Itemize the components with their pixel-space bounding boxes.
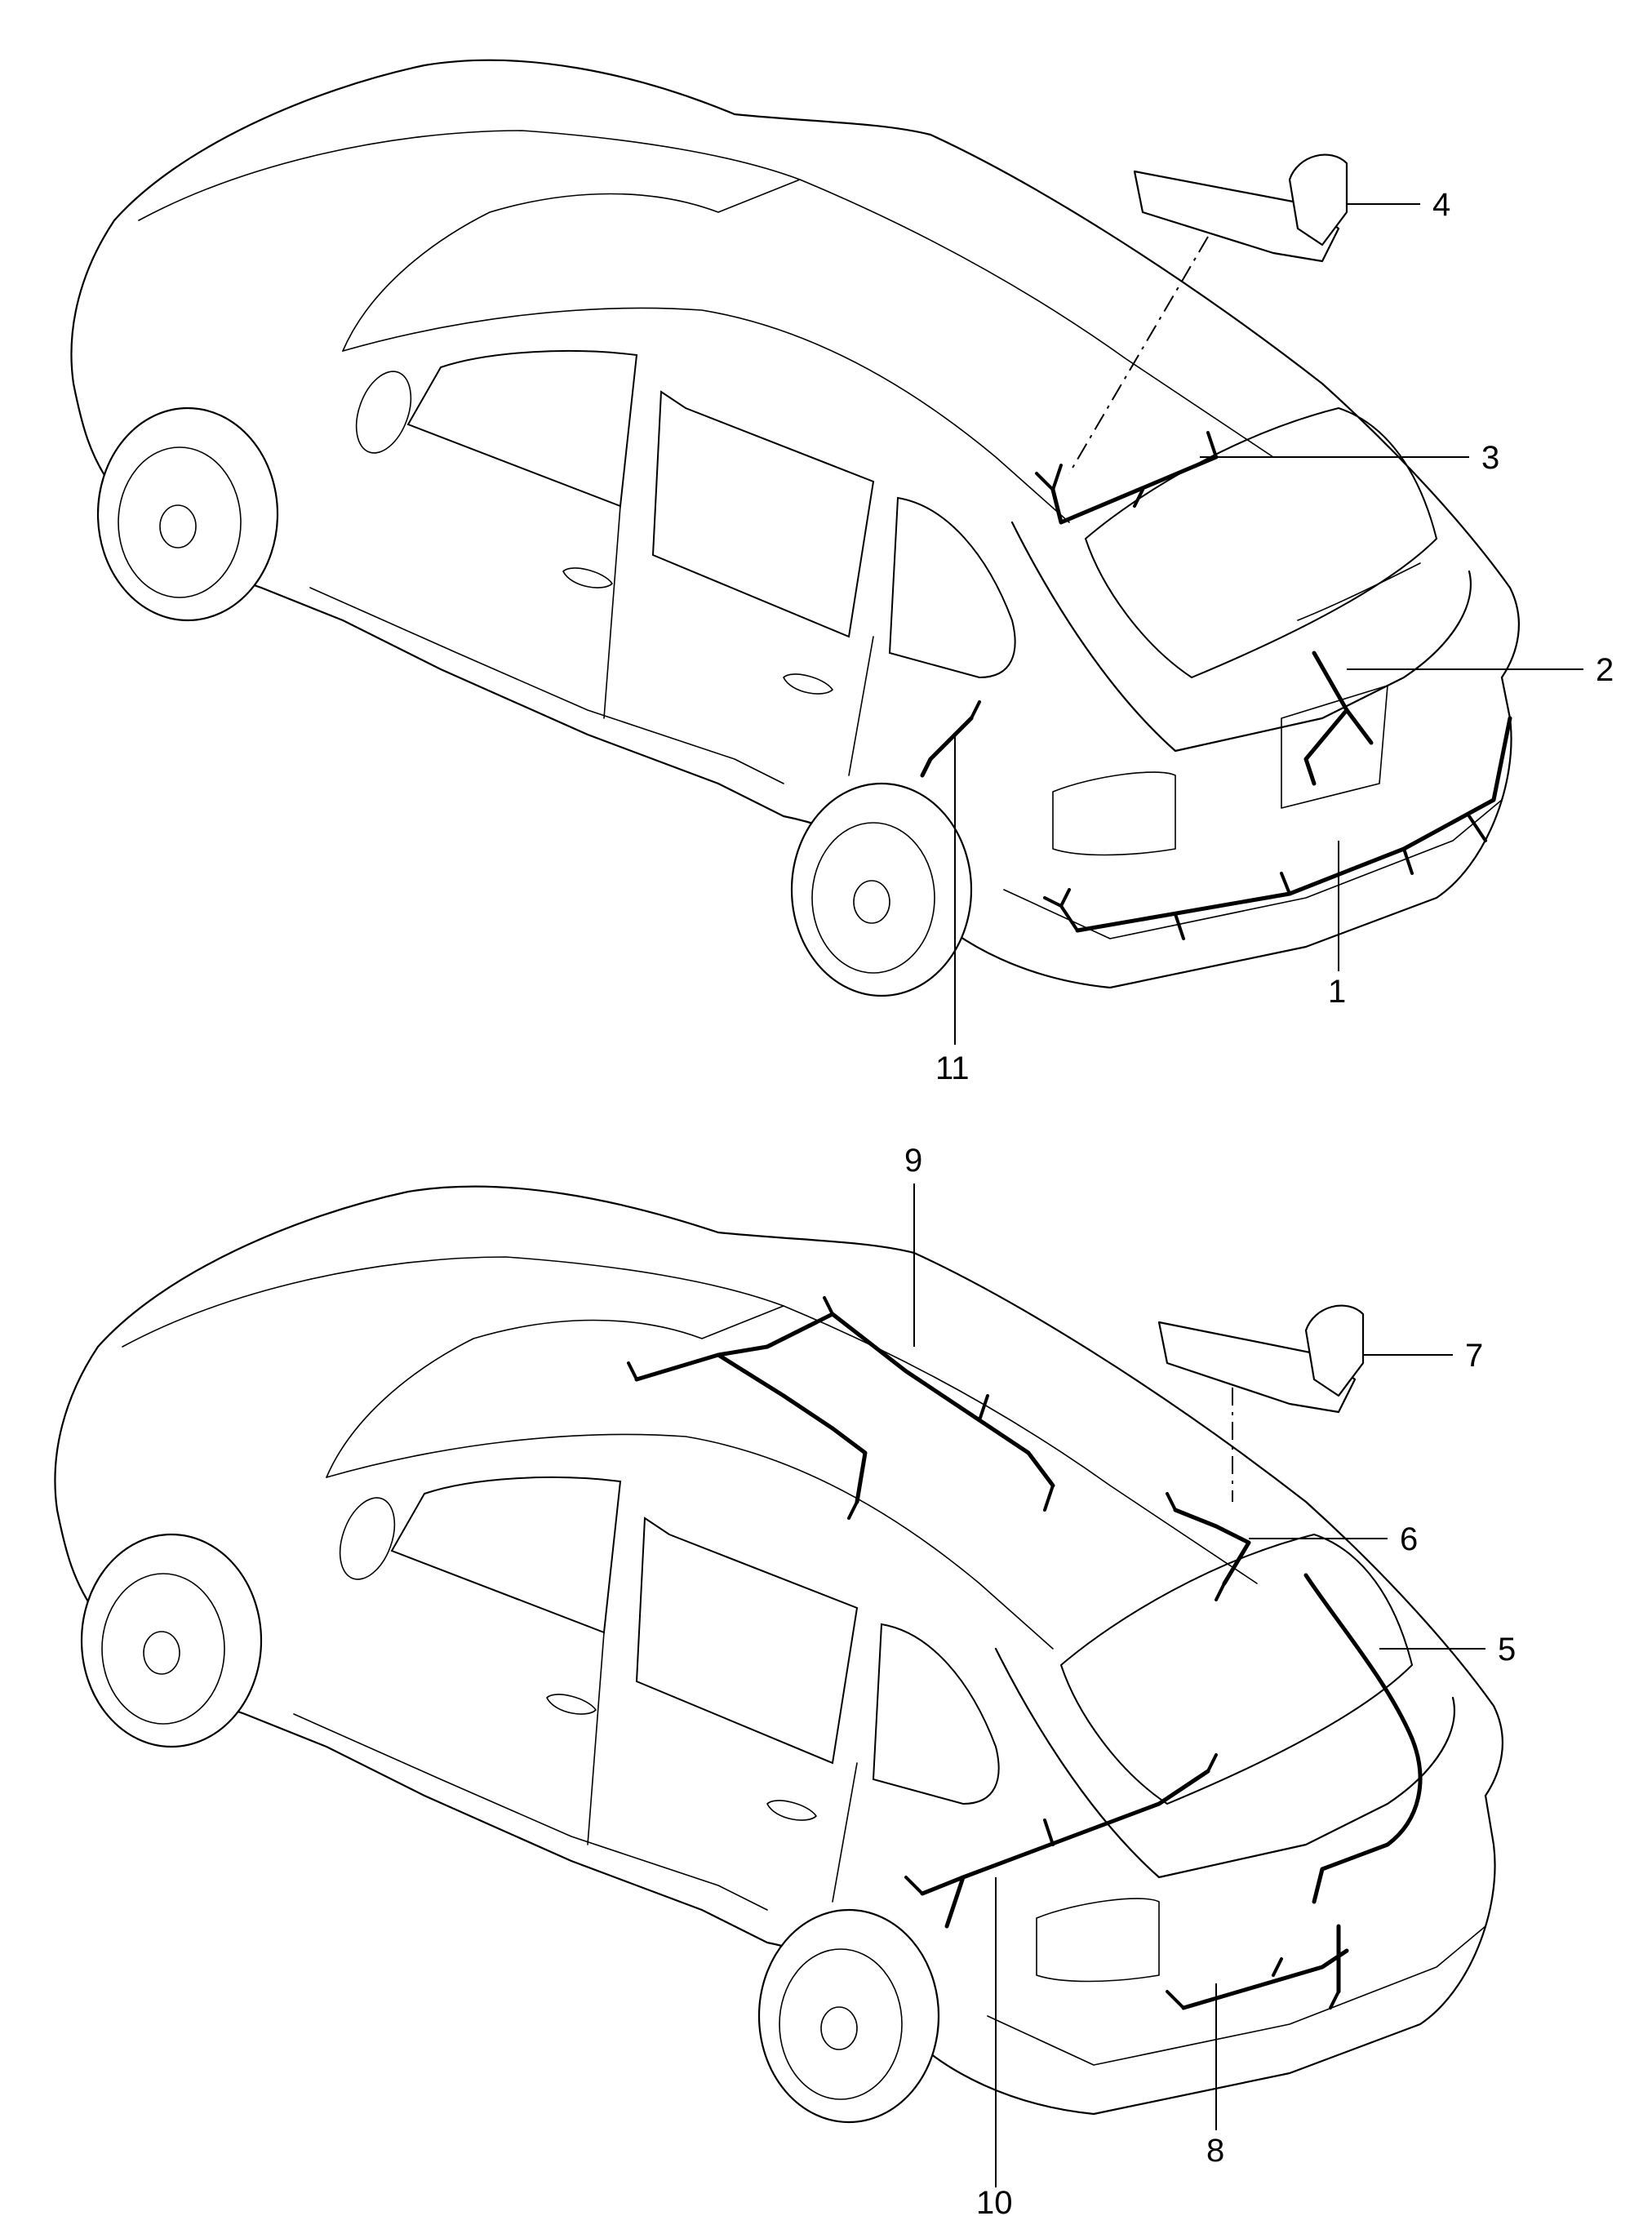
vehicle-bottom-rear-window — [1059, 1533, 1414, 1805]
vehicle-bottom-tailgate — [994, 1647, 1455, 1879]
spoiler-bracket-bottom — [1157, 1304, 1365, 1414]
harness-tailgate-side — [1303, 1573, 1423, 1904]
vehicle-top-front-wheel — [96, 406, 279, 622]
vehicle-bottom-view — [54, 1185, 1503, 2124]
vehicle-top-rear-door-window — [651, 390, 875, 638]
spoiler-top-mount-line — [1068, 236, 1209, 474]
vehicle-bottom-door-seam-front — [587, 1632, 605, 1845]
callout-10: 10 — [976, 2185, 1013, 2216]
vehicle-top-body-outline — [70, 219, 1512, 989]
vehicle-bottom-front-wheel — [80, 1533, 263, 1748]
callout-7: 7 — [1465, 1338, 1483, 1374]
vehicle-top-door-handle-rear — [783, 673, 833, 695]
vehicle-top-roof-outline — [113, 59, 1520, 679]
vehicle-top-roof-crease — [138, 130, 1274, 458]
callout-5: 5 — [1498, 1632, 1516, 1668]
callout-3: 3 — [1481, 440, 1499, 476]
vehicle-bottom-quarter-window — [872, 1623, 1000, 1805]
vehicle-bottom-roof-outline — [96, 1185, 1503, 1797]
vehicle-top-rear-wheel — [790, 782, 973, 997]
vehicle-bottom-roof-crease — [122, 1256, 1258, 1584]
vehicle-top-front-door-window — [406, 350, 638, 508]
vehicle-bottom-door-seam-rear — [832, 1762, 858, 1903]
vehicle-bottom-door-handle-rear — [766, 1800, 817, 1821]
vehicle-top-windshield — [342, 179, 801, 352]
vehicle-top-quarter-window — [888, 496, 1016, 679]
vehicle-bottom-taillight — [1036, 1898, 1160, 1983]
vehicle-bottom-windshield — [326, 1305, 784, 1478]
harness-rear-bumper — [1043, 716, 1512, 940]
callout-11: 11 — [935, 1050, 970, 1086]
callout-6: 6 — [1400, 1521, 1418, 1557]
vehicle-bottom-rear-door-window — [635, 1517, 859, 1765]
harness-quarter-panel — [904, 1753, 1218, 1929]
spoiler-bracket-top — [1133, 153, 1348, 263]
vehicle-bottom-rear-bumper — [987, 1925, 1486, 2066]
vehicle-bottom-front-door-window — [390, 1477, 622, 1634]
vehicle-top-sill — [309, 587, 784, 784]
harness-c-pillar — [920, 700, 981, 778]
vehicle-bottom-door-handle-front — [546, 1694, 597, 1715]
vehicle-top-taillight — [1052, 771, 1176, 856]
vehicle-top-roof-rail — [342, 307, 1070, 523]
vehicle-top-door-handle-front — [562, 567, 613, 588]
harness-roof — [627, 1296, 1055, 1520]
vehicle-top-plate-recess — [1281, 685, 1388, 809]
vehicle-top-rear-bumper — [1003, 799, 1503, 939]
callout-4: 4 — [1432, 187, 1450, 223]
vehicle-bottom-sill — [293, 1713, 768, 1911]
vehicle-bottom-body-outline — [54, 1345, 1496, 2116]
vehicle-top-rear-wiper — [1297, 562, 1421, 621]
harness-tailgate-upper — [1035, 431, 1219, 525]
vehicle-bottom-rear-wheel — [757, 1908, 940, 2124]
callout-1: 1 — [1328, 974, 1346, 1010]
vehicle-top-door-seam-rear — [848, 636, 874, 776]
callout-8: 8 — [1206, 2133, 1224, 2169]
vehicle-top-side-mirror — [355, 371, 412, 454]
harness-roof-rear — [1166, 1492, 1251, 1601]
vehicle-top-door-seam-front — [603, 505, 621, 719]
callout-9: 9 — [904, 1143, 922, 1179]
harness-tailgate-lower — [1303, 651, 1374, 786]
vehicle-top-tailgate — [1010, 521, 1472, 753]
vehicle-top-view — [70, 59, 1520, 997]
vehicle-bottom-side-mirror — [339, 1497, 396, 1580]
callout-2: 2 — [1596, 652, 1614, 688]
vehicle-top-rear-window — [1084, 406, 1438, 679]
vehicle-bottom-roof-rail — [326, 1433, 1054, 1650]
harness-tailgate-plate — [1166, 1924, 1349, 2010]
